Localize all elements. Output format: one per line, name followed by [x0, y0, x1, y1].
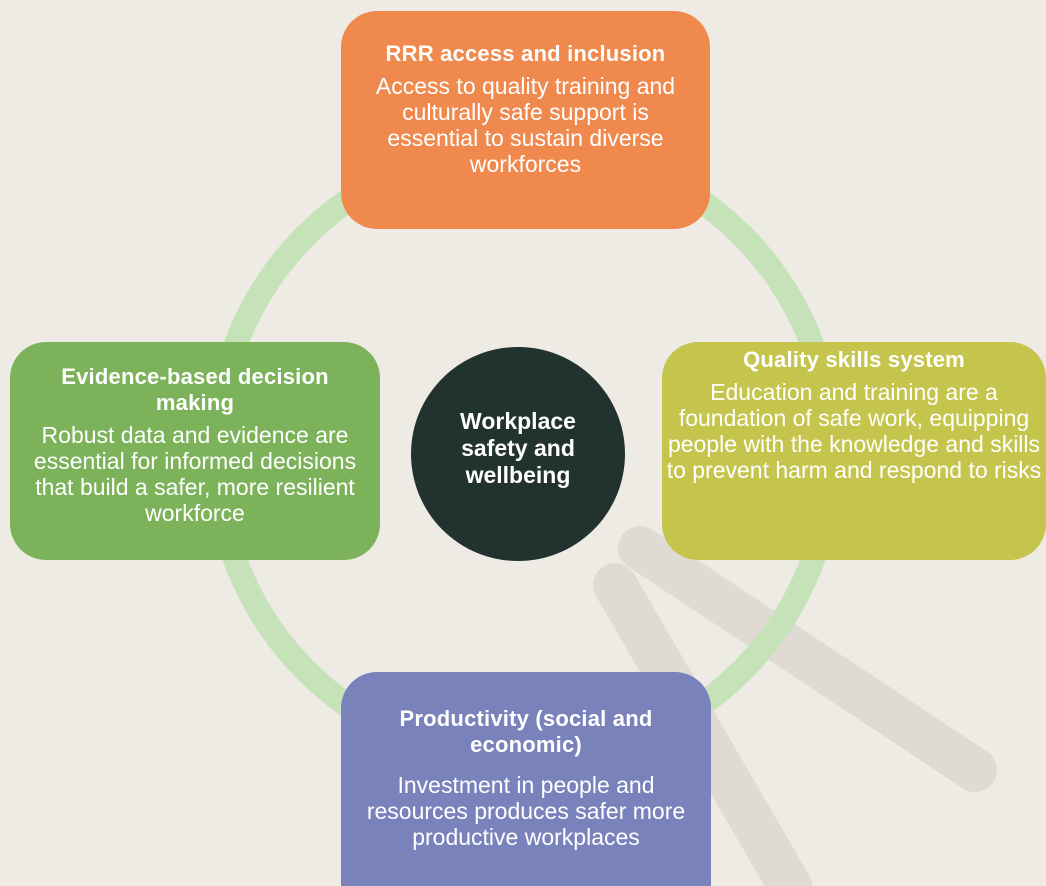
- card-body: Investment in people and resources produ…: [366, 772, 686, 850]
- card-body: Robust data and evidence are essential f…: [33, 422, 357, 526]
- card-rrr-access: RRR access and inclusion Access to quali…: [341, 11, 710, 229]
- stripe-upper: [618, 526, 997, 792]
- card-title: Productivity (social and economic): [399, 706, 653, 757]
- card-body: Education and training are a foundation …: [666, 379, 1042, 483]
- card-productivity: Productivity (social and economic) Inves…: [341, 672, 711, 886]
- card-evidence-based: Evidence-based decision making Robust da…: [10, 342, 380, 560]
- card-title: Quality skills system: [743, 347, 965, 372]
- center-hub: Workplace safety and wellbeing: [411, 347, 625, 561]
- card-body: Access to quality training and culturall…: [375, 73, 676, 177]
- card-quality-skills: Quality skills system Education and trai…: [662, 342, 1046, 560]
- center-label: Workplace safety and wellbeing: [460, 407, 576, 488]
- card-title: RRR access and inclusion: [385, 41, 666, 66]
- card-title: Evidence-based decision making: [61, 364, 329, 415]
